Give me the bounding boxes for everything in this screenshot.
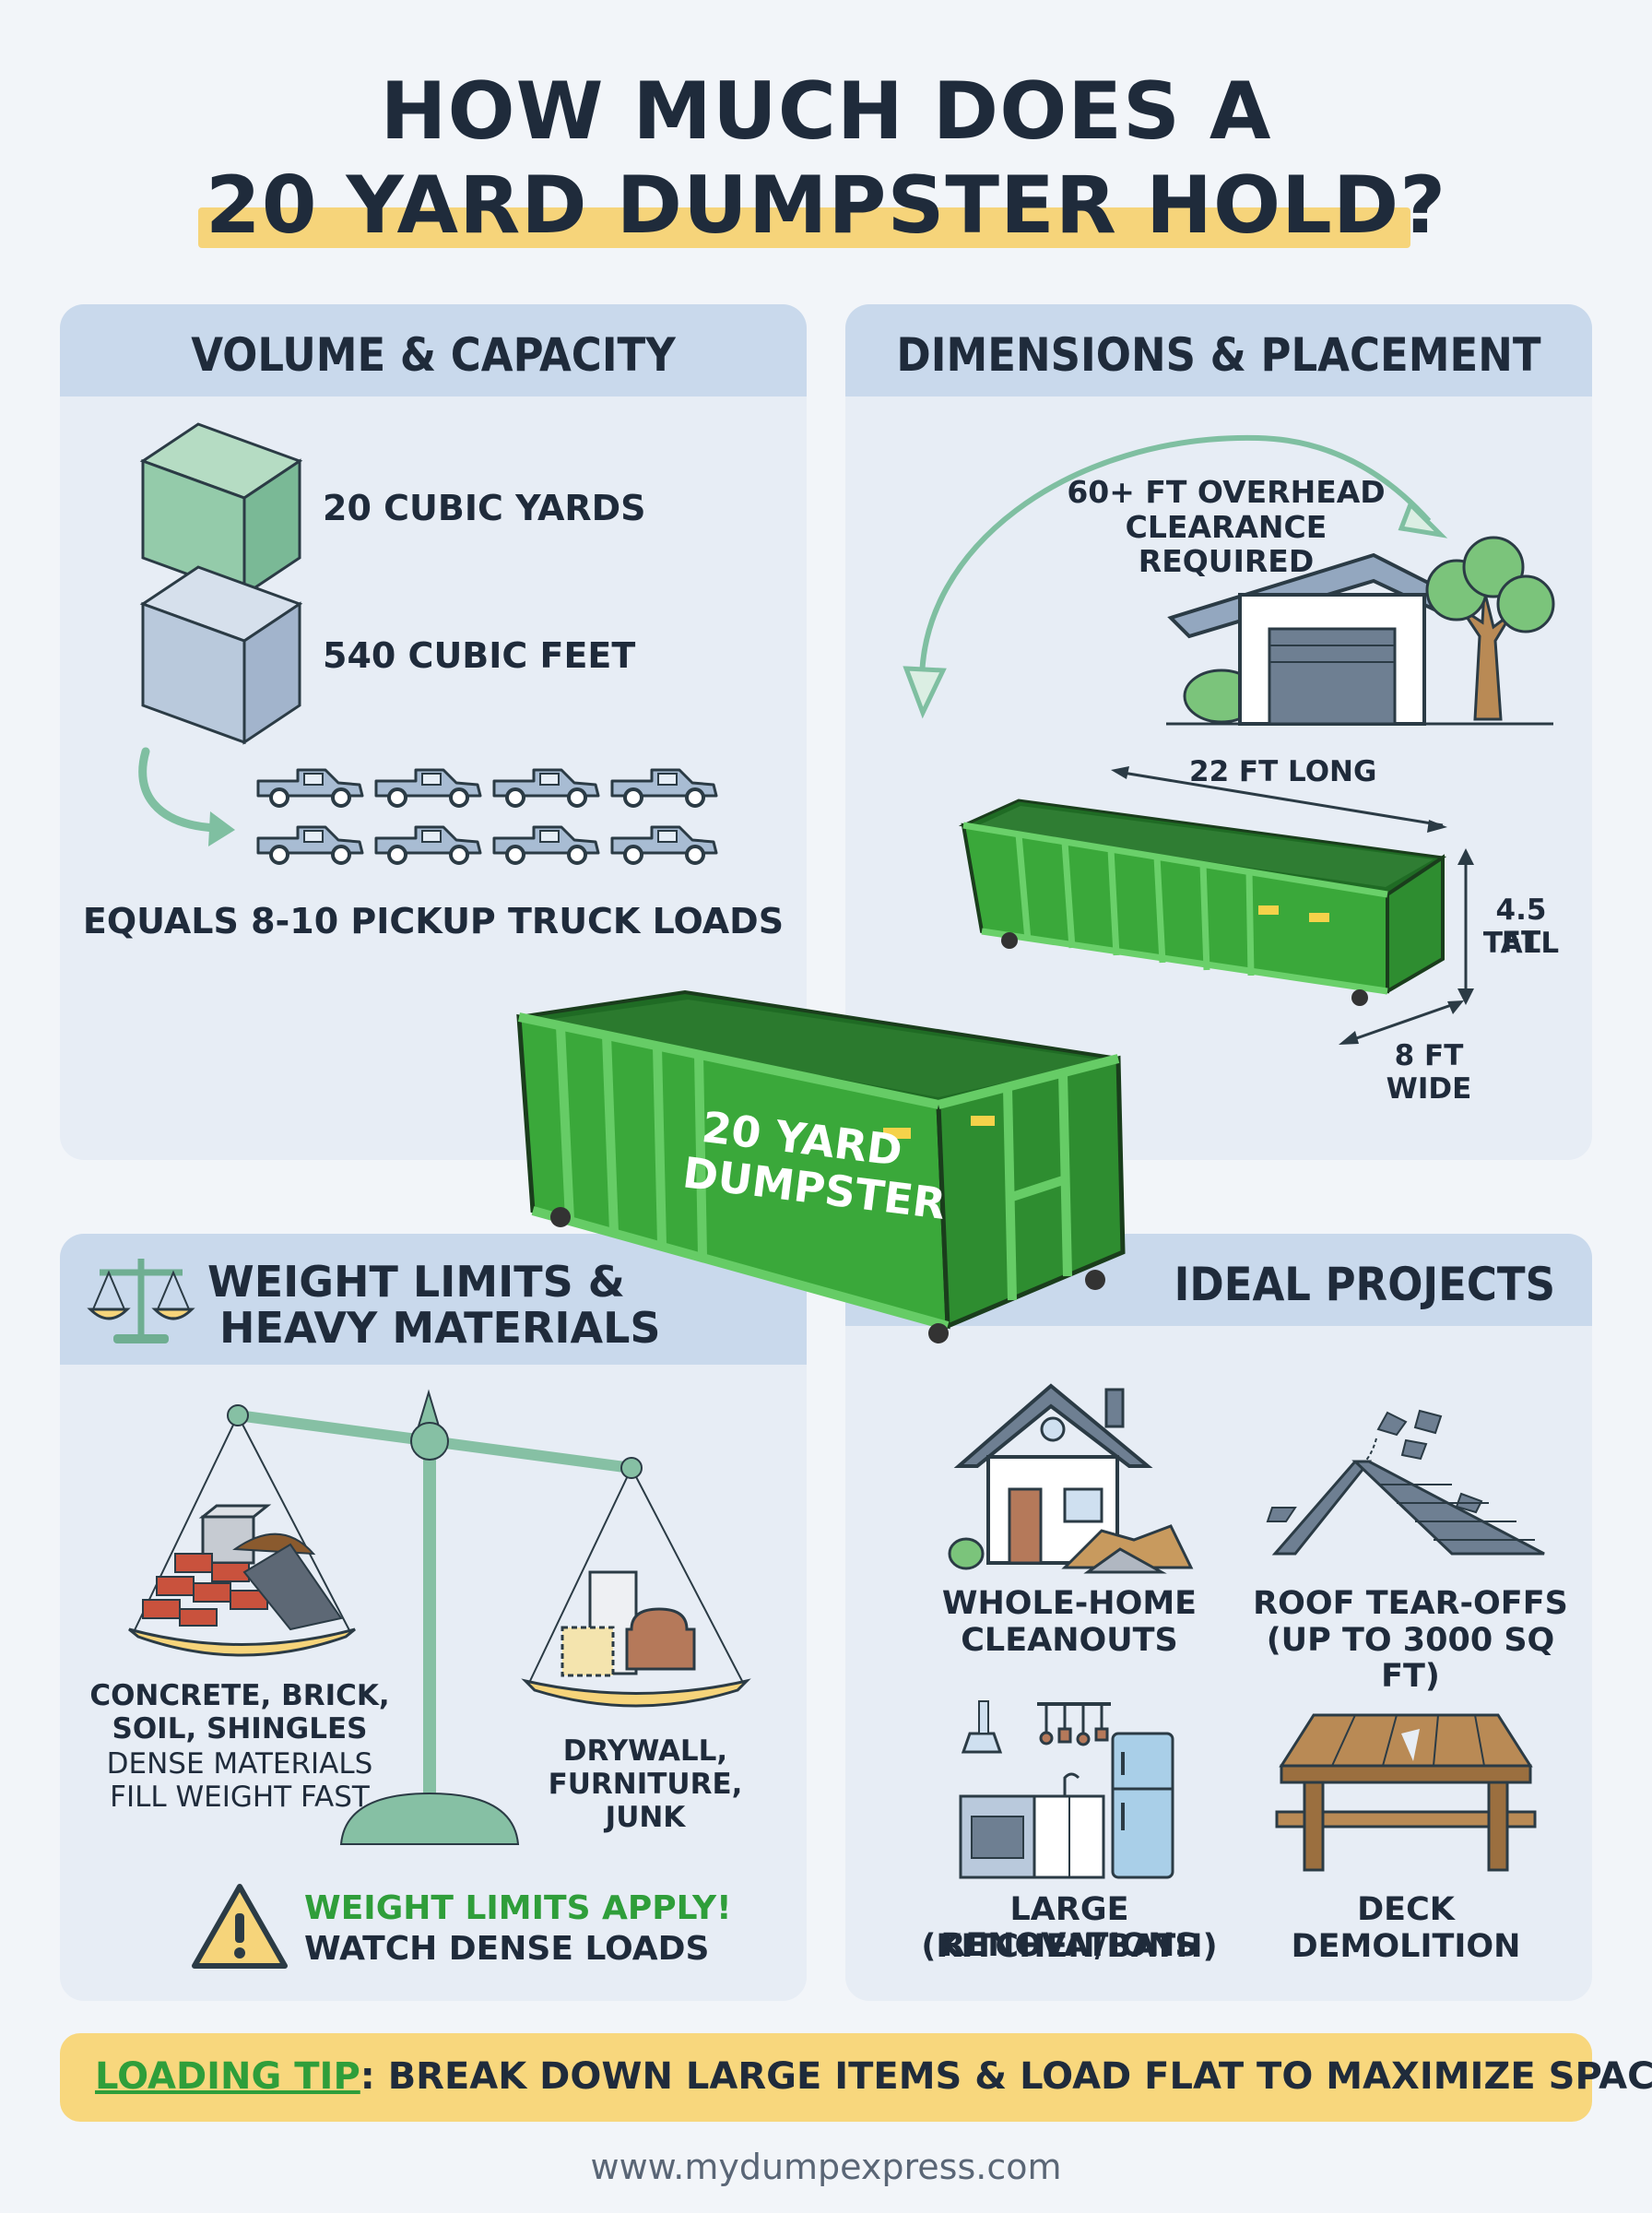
dimensions-panel: DIMENSIONS & PLACEMENT — [845, 304, 1592, 1160]
garage-icon — [1166, 552, 1553, 726]
balance-scale-icon — [128, 1389, 751, 1845]
pickup-truck-icon — [492, 825, 600, 865]
dimensions-panel-header: DIMENSIONS & PLACEMENT — [845, 304, 1592, 396]
length-label: 22 FT LONG — [1189, 755, 1377, 788]
truck-loads-label: EQUALS 8-10 PICKUP TRUCK LOADS — [82, 901, 785, 941]
light-materials-3: JUNK — [605, 1801, 686, 1834]
center-dumpster-icon — [516, 989, 1126, 1343]
loading-tip-text: : BREAK DOWN LARGE ITEMS & LOAD FLAT TO … — [360, 2055, 1652, 2098]
clearance-label-2: CLEARANCE REQUIRED — [1125, 509, 1328, 579]
heavy-note-1: DENSE MATERIALS — [106, 1747, 373, 1781]
pickup-trucks-group — [256, 768, 718, 865]
project-1-line-2: CLEANOUTS — [961, 1622, 1178, 1659]
project-3-line-2: (KITCHEN/BATH) — [921, 1928, 1218, 1965]
clearance-label-1: 60+ FT OVERHEAD — [1067, 474, 1386, 510]
weight-heading-1: WEIGHT LIMITS & — [207, 1257, 625, 1307]
project-4-line-1: DECK — [1357, 1891, 1455, 1928]
pickup-truck-icon — [610, 825, 718, 865]
dimensions-heading: DIMENSIONS & PLACEMENT — [896, 328, 1541, 382]
projects-heading: IDEAL PROJECTS — [1174, 1258, 1555, 1311]
pickup-truck-icon — [374, 768, 482, 808]
heavy-note-2: FILL WEIGHT FAST — [110, 1781, 370, 1814]
project-2-line-1: ROOF TEAR-OFFS — [1253, 1585, 1568, 1622]
width-arrow — [1339, 1000, 1464, 1045]
weight-heading-2: HEAVY MATERIALS — [219, 1303, 661, 1353]
project-4-line-2: DEMOLITION — [1291, 1928, 1521, 1965]
light-materials-1: DRYWALL, — [562, 1734, 728, 1768]
tree-icon — [1425, 536, 1555, 721]
light-materials-2: FURNITURE, — [548, 1768, 743, 1801]
height-label-2: TALL — [1482, 927, 1560, 960]
loading-tip-text-group: LOADING TIP: BREAK DOWN LARGE ITEMS & LO… — [95, 2055, 1652, 2098]
pickup-truck-icon — [492, 768, 600, 808]
picnic-table-icon — [1275, 1713, 1537, 1872]
page-title-line-1: HOW MUCH DOES A — [380, 65, 1272, 158]
pickup-truck-icon — [610, 768, 718, 808]
scales-icon — [87, 1259, 195, 1343]
clearance-arc-icon — [903, 434, 1448, 719]
roof-icon — [1266, 1409, 1545, 1556]
heavy-materials-2: SOIL, SHINGLES — [112, 1712, 368, 1746]
kitchen-icon — [959, 1700, 1174, 1879]
width-label-2: WIDE — [1386, 1072, 1472, 1106]
width-label-1: 8 FT — [1394, 1039, 1464, 1072]
pickup-truck-icon — [374, 825, 482, 865]
small-dumpster-icon — [958, 799, 1447, 1006]
curved-arrow-icon — [138, 747, 235, 846]
volume-panel-header: VOLUME & CAPACITY — [60, 304, 807, 396]
volume-heading: VOLUME & CAPACITY — [191, 328, 676, 382]
cubic-feet-label: 540 CUBIC FEET — [323, 635, 636, 676]
heavy-materials-1: CONCRETE, BRICK, — [89, 1679, 390, 1712]
pickup-truck-icon — [256, 825, 364, 865]
pickup-truck-icon — [256, 768, 364, 808]
project-1-line-1: WHOLE-HOME — [941, 1585, 1198, 1622]
cubes-icon — [139, 422, 303, 745]
length-arrow — [1111, 766, 1447, 833]
title-highlight — [198, 207, 1410, 248]
warning-icon — [192, 1884, 288, 1969]
warning-title: WEIGHT LIMITS APPLY! — [304, 1889, 732, 1927]
footer-url[interactable]: www.mydumpexpress.com — [590, 2147, 1062, 2187]
warning-text: WATCH DENSE LOADS — [304, 1930, 710, 1968]
page-title-line-2: 20 YARD DUMPSTER HOLD? — [205, 160, 1447, 252]
loading-tip-label: LOADING TIP — [95, 2055, 360, 2098]
project-2-line-2: (UP TO 3000 SQ FT) — [1266, 1622, 1555, 1696]
height-arrow — [1457, 848, 1474, 1005]
house-icon — [948, 1383, 1194, 1574]
project-3-line-1: LARGE RENOVATIONS — [940, 1891, 1198, 1965]
cubic-yards-label: 20 CUBIC YARDS — [323, 488, 646, 528]
loading-tip-bar: LOADING TIP: BREAK DOWN LARGE ITEMS & LO… — [60, 2033, 1652, 2122]
height-label-1: 4.5 FT — [1495, 893, 1547, 959]
